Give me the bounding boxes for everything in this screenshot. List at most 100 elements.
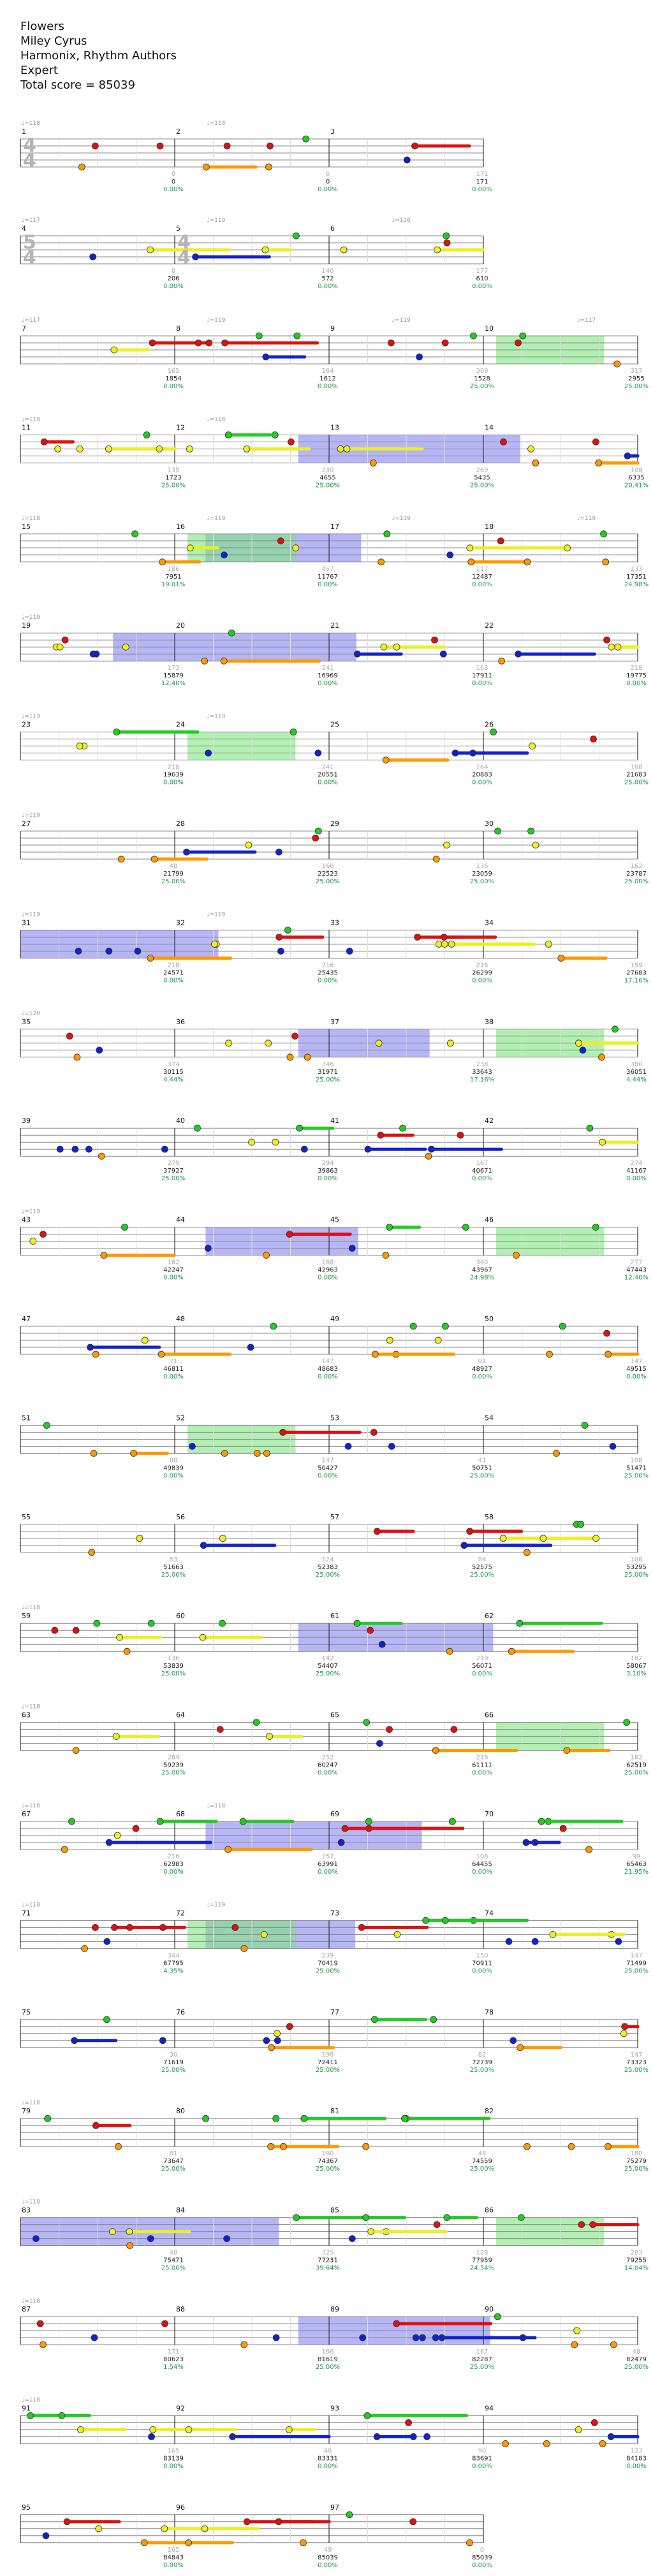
measure-notes: 230 (321, 467, 334, 474)
note-gem (591, 2419, 598, 2426)
measure-number: 72 (176, 1909, 185, 1917)
measure-score: 48683 (318, 1366, 338, 1373)
note-gem (54, 445, 62, 452)
measure-score: 610 (476, 275, 488, 282)
note-gem (457, 1131, 464, 1139)
measure-notes: 177 (476, 268, 488, 275)
note-gem (228, 629, 235, 637)
note-gem (263, 1252, 270, 1259)
chart-row: 43162422470.00%44168429630.00%4534043967… (20, 1209, 649, 1282)
tempo-marker: ♩=118 (22, 1704, 40, 1711)
note-gem (388, 1442, 395, 1450)
note-gem (32, 2235, 40, 2243)
measure-number: 71 (22, 1909, 31, 1917)
note-gem (604, 2143, 612, 2150)
measure-score: 80623 (163, 2356, 184, 2363)
note-gem (111, 1923, 118, 1931)
note-gem (126, 2242, 133, 2250)
measure-percent: 25.00% (161, 1670, 186, 1677)
measure-notes: 284 (167, 1755, 179, 1762)
measure-score: 75279 (626, 2158, 647, 2165)
measure-score: 19775 (626, 672, 647, 679)
note-gem (286, 1231, 293, 1238)
note-gem (56, 643, 64, 651)
measure-score: 50751 (472, 1465, 492, 1472)
note-gem (578, 2221, 585, 2229)
note-gem (148, 2433, 155, 2440)
measure-number: 35 (22, 1018, 31, 1026)
note-gem (621, 2023, 629, 2030)
measure-score: 23787 (626, 871, 647, 878)
chart-row: 191731587912.40%20241169690.00%211631791… (20, 614, 647, 687)
tempo-marker: ♩=119 (22, 911, 40, 918)
note-gem (613, 360, 621, 368)
measure-score: 17911 (472, 672, 492, 679)
measure-percent: 25.00% (624, 2067, 649, 2074)
measure-number: 13 (330, 423, 339, 431)
measure-number: 82 (485, 2107, 494, 2115)
measure-notes: 41 (478, 1457, 487, 1464)
measure-number: 66 (485, 1711, 494, 1719)
note-gem (543, 2440, 550, 2447)
measure-percent: 25.00% (161, 1572, 186, 1579)
measure-notes: 218 (167, 962, 179, 969)
time-signature-bottom: 4 (23, 150, 36, 172)
measure-notes: 182 (630, 1655, 642, 1662)
measure-number: 94 (485, 2404, 494, 2412)
chart-row: 4771468110.00%48147486830.00%4991489270.… (20, 1315, 647, 1380)
note-gem (517, 2214, 525, 2222)
measure-number: 9 (330, 324, 335, 333)
note-gem (140, 2539, 148, 2547)
measure-number: 26 (485, 721, 494, 729)
note-gem (441, 1916, 449, 1924)
measure-score: 5435 (474, 474, 490, 481)
measure-percent: 25.00% (161, 1175, 186, 1182)
note-gem (590, 735, 597, 742)
measure-percent: 25.00% (624, 1472, 649, 1479)
chart-row: 31218245710.00%32216254350.00%3321626299… (20, 911, 649, 984)
measure-percent: 25.00% (470, 383, 494, 390)
note-gem (409, 1322, 417, 1330)
note-gem (201, 657, 209, 665)
note-gem (553, 1449, 560, 1457)
measure-percent: 0.00% (163, 977, 184, 984)
note-gem (216, 1726, 224, 1733)
measure-notes: 159 (630, 962, 642, 969)
song-header: Flowers Miley Cyrus Harmonix, Rhythm Aut… (20, 19, 177, 92)
measure-percent: 0.00% (626, 1175, 647, 1182)
measure-score: 65463 (626, 1861, 647, 1868)
tempo-marker: ♩=119 (22, 614, 40, 621)
measure-number: 31 (22, 918, 31, 927)
tempo-marker: ♩=117 (22, 317, 40, 324)
measure-notes: 49 (324, 2547, 332, 2554)
note-gem (266, 1733, 273, 1740)
measure-percent: 0.00% (163, 1869, 184, 1876)
measure-number: 49 (330, 1315, 339, 1323)
note-gem (103, 1937, 111, 1945)
measure-number: 40 (176, 1117, 185, 1125)
note-gem (340, 246, 348, 254)
measure-notes: 147 (321, 1358, 334, 1365)
note-gem (239, 1818, 247, 1825)
measure-percent: 0.00% (163, 283, 184, 290)
note-gem (147, 1619, 155, 1627)
chart-row: 392793792725.00%40294398630.00%411674067… (20, 1117, 647, 1182)
note-gem (293, 232, 300, 240)
tempo-marker: ♩=119 (22, 1209, 40, 1215)
measure-notes: 53 (170, 1556, 178, 1563)
song-charters: Harmonix, Rhythm Authors (20, 49, 177, 62)
note-gem (279, 2143, 287, 2150)
measure-score: 82287 (472, 2356, 492, 2363)
note-gem (76, 742, 84, 749)
measure-number: 83 (22, 2206, 31, 2215)
measure-percent: 25.00% (316, 2364, 340, 2371)
note-gem (275, 2518, 282, 2526)
measure-percent: 0.00% (163, 1275, 184, 1282)
measure-number: 69 (330, 1810, 339, 1818)
note-gem (539, 1535, 547, 1542)
measure-score: 63991 (318, 1861, 338, 1868)
measure-percent: 25.00% (624, 779, 649, 786)
note-gem (434, 246, 441, 254)
note-gem (159, 1923, 166, 1931)
note-gem (262, 353, 270, 361)
